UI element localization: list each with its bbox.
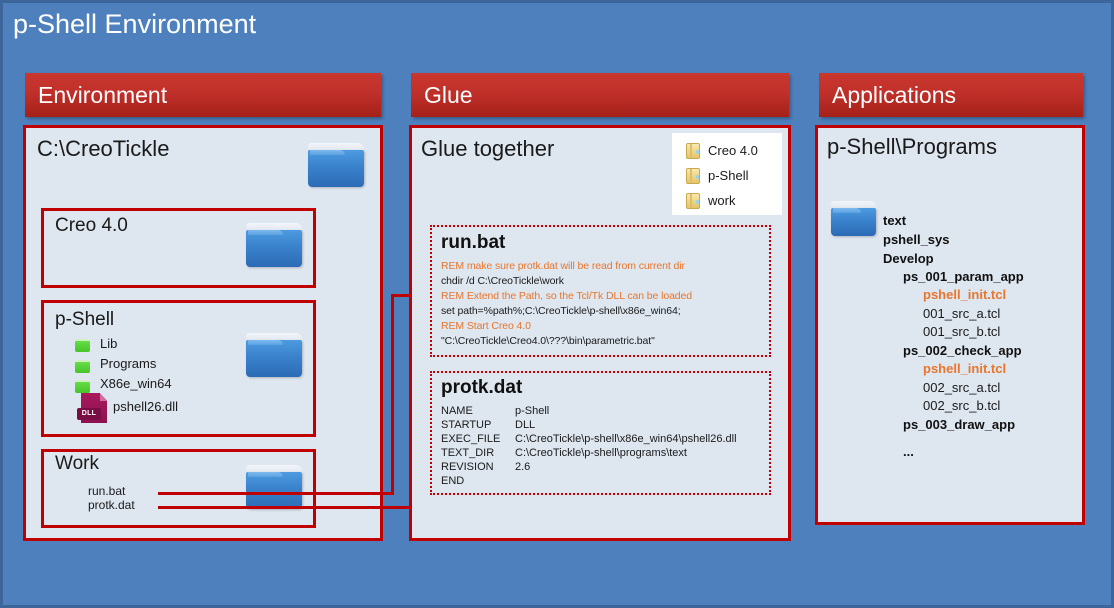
tree-item-x86e-win64: X86e_win64 (100, 376, 172, 391)
tree-item-pshell26-dll: pshell26.dll (113, 399, 179, 414)
legend-item-creo40: Creo 4.0 (708, 143, 758, 158)
panel-title-creotickle: C:\CreoTickle (37, 136, 170, 161)
folder-yellow-icon (686, 143, 700, 159)
app-tree-item-pshell-init-1: pshell_init.tcl (923, 287, 1007, 302)
panel-applications (815, 125, 1085, 525)
app-tree-item-001-src-b: 001_src_b.tcl (923, 324, 1001, 339)
tree-item-lib: Lib (100, 336, 118, 351)
subbox-title-creo40: Creo 4.0 (55, 215, 128, 236)
dotbox-title-run-bat: run.bat (441, 232, 506, 253)
connector-protk-h1 (158, 506, 418, 509)
dotbox-run-bat (430, 225, 771, 357)
connector-runbat-v (391, 294, 394, 495)
folder-yellow-icon (686, 168, 700, 184)
folder-green-icon (75, 380, 90, 393)
folder-blue-icon (246, 223, 302, 267)
connector-runbat-h1 (158, 492, 393, 495)
subbox-title-pshell: p-Shell (55, 309, 115, 330)
app-tree-item-002-src-b: 002_src_b.tcl (923, 398, 1001, 413)
dll-file-icon: DLL (77, 393, 107, 423)
folder-green-icon (75, 360, 90, 373)
tree-item-programs: Programs (100, 356, 157, 371)
code-line-1: REM make sure protk.dat will be read fro… (441, 260, 685, 272)
panel-title-glue-together: Glue together (421, 136, 555, 161)
protk-key-text-dir: TEXT_DIR (441, 447, 495, 459)
dotbox-protk-dat (430, 371, 771, 495)
folder-yellow-icon (686, 193, 700, 209)
app-tree-item-pshell-sys: pshell_sys (883, 232, 950, 247)
app-tree-item-text: text (883, 213, 907, 228)
protk-val-startup: DLL (515, 419, 536, 431)
protk-key-startup: STARTUP (441, 419, 492, 431)
app-tree-item-ps-001-param-app: ps_001_param_app (903, 269, 1024, 284)
dll-badge-label: DLL (77, 408, 101, 420)
protk-val-text-dir: C:\CreoTickle\p-shell\programs\text (515, 447, 687, 459)
app-tree-item-002-src-a: 002_src_a.tcl (923, 380, 1001, 395)
column-header-environment: Environment (25, 73, 381, 117)
code-line-5: REM Start Creo 4.0 (441, 320, 531, 332)
protk-key-end: END (441, 475, 465, 487)
panel-title-pshell-programs: p-Shell\Programs (827, 134, 997, 159)
protk-key-exec-file: EXEC_FILE (441, 433, 501, 445)
column-header-glue: Glue (411, 73, 789, 117)
app-tree-item-001-src-a: 001_src_a.tcl (923, 306, 1001, 321)
subbox-title-work: Work (55, 453, 99, 474)
app-tree-item-ellipsis: ... (903, 444, 914, 459)
folder-blue-icon (246, 465, 302, 509)
folder-blue-icon (246, 333, 302, 377)
protk-val-name: p-Shell (515, 405, 550, 417)
app-tree-item-pshell-init-2: pshell_init.tcl (923, 361, 1007, 376)
app-tree-item-ps-002-check-app: ps_002_check_app (903, 343, 1022, 358)
code-line-3: REM Extend the Path, so the Tcl/Tk DLL c… (441, 290, 693, 302)
protk-val-exec-file: C:\CreoTickle\p-shell\x86e_win64\pshell2… (515, 433, 737, 445)
protk-key-revision: REVISION (441, 461, 494, 473)
app-tree-item-develop: Develop (883, 251, 934, 266)
legend-item-work: work (708, 193, 736, 208)
column-header-applications: Applications (819, 73, 1083, 117)
legend-item-pshell: p-Shell (708, 168, 749, 183)
page-title: p-Shell Environment (13, 9, 257, 39)
dotbox-title-protk-dat: protk.dat (441, 377, 523, 398)
protk-val-revision: 2.6 (515, 461, 531, 473)
folder-blue-icon (831, 201, 876, 236)
code-line-4: set path=%path%;C:\CreoTickle\p-shell\x8… (441, 305, 681, 317)
folder-blue-icon (308, 143, 364, 187)
tree-item-run-bat: run.bat (88, 484, 126, 498)
folder-green-icon (75, 339, 90, 352)
connector-runbat-h2 (391, 294, 421, 297)
code-line-6: "C:\CreoTickle\Creo4.0\???\bin\parametri… (441, 335, 655, 347)
protk-key-name: NAME (441, 405, 473, 417)
tree-item-protk-dat: protk.dat (88, 498, 135, 512)
app-tree-item-ps-003-draw-app: ps_003_draw_app (903, 417, 1016, 432)
code-line-2: chdir /d C:\CreoTickle\work (441, 275, 564, 287)
